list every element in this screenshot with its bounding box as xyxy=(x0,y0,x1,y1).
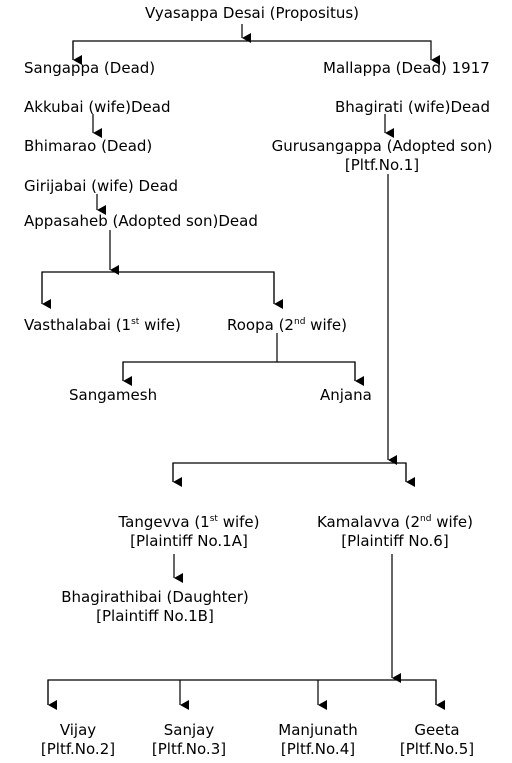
manjunath-ref: [Pltf.No.4] xyxy=(280,740,356,758)
roopa-ordinal: nd xyxy=(293,317,306,327)
node-geeta: Geeta [Pltf.No.5] xyxy=(400,721,474,759)
node-sangappa: Sangappa (Dead) xyxy=(24,59,155,78)
vijay-ref: [Pltf.No.2] xyxy=(40,740,116,758)
kamalavva-name: Kamalavva (2 xyxy=(316,513,421,531)
gurusangappa-ref: [Pltf.No.1] xyxy=(344,156,420,174)
node-gurusangappa: Gurusangappa (Adopted son) [Pltf.No.1] xyxy=(272,137,493,175)
akkubai-name: Akkubai (wife)Dead xyxy=(24,98,171,116)
node-bhagirati: Bhagirati (wife)Dead xyxy=(335,98,490,117)
node-vijay: Vijay [Pltf.No.2] xyxy=(41,721,115,759)
node-sangamesh: Sangamesh xyxy=(69,386,157,405)
node-kamalavva: Kamalavva (2nd wife) [Plaintiff No.6] xyxy=(317,513,473,551)
bhagirathibai-name: Bhagirathibai (Daughter) xyxy=(61,588,249,606)
node-bhimarao: Bhimarao (Dead) xyxy=(24,137,152,156)
kamalavva-ordinal: nd xyxy=(420,514,432,524)
tangevva-line: Tangevva (1st wife) xyxy=(118,513,259,532)
kamalavva-line: Kamalavva (2nd wife) xyxy=(317,513,473,532)
vasthalabai-name: Vasthalabai (1 xyxy=(24,316,132,334)
connector-propositus-branch xyxy=(72,40,440,65)
node-manjunath: Manjunath [Pltf.No.4] xyxy=(278,721,357,759)
girijabai-name: Girijabai (wife) Dead xyxy=(24,177,179,195)
node-mallappa: Mallappa (Dead) 1917 xyxy=(323,59,490,78)
tangevva-ordinal: st xyxy=(209,514,218,524)
node-vasthalabai: Vasthalabai (1st wife) xyxy=(24,316,181,335)
node-anjana: Anjana xyxy=(320,386,372,405)
mallappa-name: Mallappa (Dead) 1917 xyxy=(323,59,490,77)
node-akkubai: Akkubai (wife)Dead xyxy=(24,98,170,117)
connector-gurusangappa-branch xyxy=(172,462,407,482)
roopa-tail: wife) xyxy=(305,316,347,334)
tangevva-tail: wife) xyxy=(217,513,260,531)
propositus-name: Vyasappa Desai (Propositus) xyxy=(144,4,360,22)
node-propositus: Vyasappa Desai (Propositus) xyxy=(145,4,359,23)
geeta-name: Geeta xyxy=(414,721,460,739)
sanjay-name: Sanjay xyxy=(163,721,215,739)
bhagirati-name: Bhagirati (wife)Dead xyxy=(335,98,490,116)
node-roopa: Roopa (2nd wife) xyxy=(227,316,347,335)
node-girijabai: Girijabai (wife) Dead xyxy=(24,177,178,196)
sangappa-name: Sangappa (Dead) xyxy=(24,59,156,77)
connector-roopa-branch xyxy=(122,361,356,381)
kamalavva-ref: [Plaintiff No.6] xyxy=(341,532,449,550)
kamalavva-tail: wife) xyxy=(431,513,474,531)
anjana-name: Anjana xyxy=(320,386,372,404)
node-sanjay: Sanjay [Pltf.No.3] xyxy=(152,721,226,759)
connector-kamalavva-branch xyxy=(47,679,437,705)
bhimarao-name: Bhimarao (Dead) xyxy=(24,137,153,155)
gurusangappa-name: Gurusangappa (Adopted son) xyxy=(271,137,493,155)
tangevva-ref: [Plaintiff No.1A] xyxy=(130,532,248,550)
node-tangevva: Tangevva (1st wife) [Plaintiff No.1A] xyxy=(118,513,259,551)
node-bhagirathibai: Bhagirathibai (Daughter) [Plaintiff No.1… xyxy=(61,588,249,626)
appasaheb-name: Appasaheb (Adopted son)Dead xyxy=(24,212,258,230)
sangamesh-name: Sangamesh xyxy=(69,386,158,404)
roopa-name: Roopa (2 xyxy=(227,316,294,334)
vasthalabai-ordinal: st xyxy=(131,317,140,327)
tangevva-name: Tangevva (1 xyxy=(118,513,210,531)
vasthalabai-tail: wife) xyxy=(139,316,181,334)
vijay-name: Vijay xyxy=(59,721,97,739)
manjunath-name: Manjunath xyxy=(278,721,358,739)
geeta-ref: [Pltf.No.5] xyxy=(399,740,475,758)
node-appasaheb: Appasaheb (Adopted son)Dead xyxy=(24,212,258,231)
sanjay-ref: [Pltf.No.3] xyxy=(151,740,227,758)
bhagirathibai-ref: [Plaintiff No.1B] xyxy=(96,607,214,625)
connector-appasaheb-branch xyxy=(41,271,275,304)
